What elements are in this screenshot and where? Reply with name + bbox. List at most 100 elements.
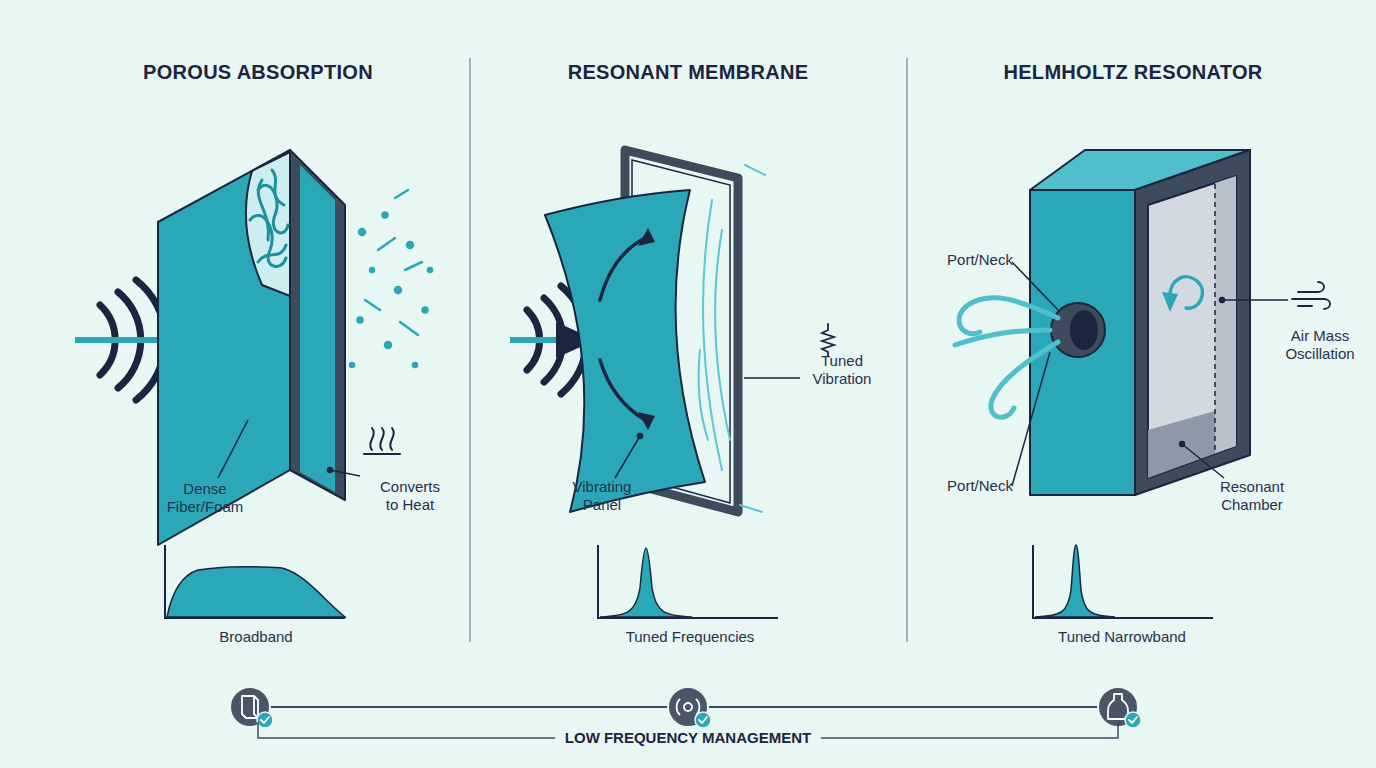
leader-line	[1182, 444, 1224, 478]
narrowband-graph	[1033, 545, 1213, 618]
leader-line	[1180, 442, 1185, 447]
wind-icon	[1298, 282, 1324, 292]
graph-caption: Tuned Frequencies	[590, 628, 790, 646]
chamber-edge	[1214, 184, 1216, 452]
airflow-swirl	[955, 298, 1058, 418]
part-label: Converts to Heat	[374, 478, 446, 514]
leader-line	[330, 470, 360, 476]
leader-line	[328, 468, 333, 473]
heat-particles	[413, 363, 417, 367]
resonator-box	[1148, 176, 1236, 478]
heat-particles	[423, 308, 428, 313]
vibrating-panel	[545, 190, 705, 512]
check-badge	[257, 712, 1141, 728]
leader-line	[1220, 298, 1225, 303]
timeline-icon	[1108, 694, 1128, 719]
spring-icon	[822, 324, 834, 356]
vibration-lines	[740, 505, 762, 512]
check-badge	[261, 717, 1137, 723]
heat-particles	[383, 213, 388, 218]
porous-panel	[290, 150, 345, 500]
leader-line	[218, 420, 360, 478]
leader-line	[638, 434, 643, 439]
heat-icon	[370, 428, 373, 450]
porous-panel	[158, 150, 345, 545]
leader-line	[1222, 299, 1288, 301]
graph-caption: Tuned Narrowband	[1022, 628, 1222, 646]
resonator-box	[1135, 150, 1250, 495]
motion-arrow	[600, 238, 645, 300]
cavity-swirl	[1170, 277, 1203, 308]
part-label: Air Mass Oscillation	[1274, 327, 1366, 363]
vibrating-panel	[545, 190, 705, 512]
check-badge	[257, 712, 273, 728]
motion-arrowhead	[638, 228, 655, 246]
timeline-icon	[242, 694, 1128, 719]
check-badge	[695, 712, 711, 728]
heat-particles	[405, 262, 422, 270]
airflow-swirl	[991, 342, 1058, 417]
porous-panel	[300, 165, 335, 492]
port-neck	[1051, 303, 1105, 357]
graph-caption: Broadband	[156, 628, 356, 646]
part-label: Resonant Chamber	[1207, 478, 1297, 514]
motion-arrow	[600, 360, 645, 420]
heat-particles	[395, 190, 408, 198]
port-neck	[1051, 303, 1105, 357]
timeline-icon	[242, 696, 258, 718]
column-divider	[469, 58, 471, 642]
fiber-strands	[272, 170, 284, 205]
heat-particles	[407, 242, 413, 248]
sound-arrow	[510, 337, 560, 343]
part-label: Port/Neck	[935, 477, 1025, 495]
fiber-strands	[258, 180, 268, 240]
leader-line	[615, 378, 800, 478]
timeline-node	[230, 687, 1138, 727]
resonator-box	[1215, 176, 1236, 453]
heat-icon	[390, 428, 393, 450]
column-divider	[906, 58, 908, 642]
heat-particles	[350, 363, 354, 367]
part-label: Tuned Vibration	[801, 352, 883, 388]
vibration-lines	[715, 230, 730, 440]
tuned-peak-graph	[598, 545, 778, 618]
part-label: Vibrating Panel	[557, 478, 647, 514]
broadband-graph	[167, 567, 345, 617]
check-badge	[1125, 712, 1141, 728]
heat-particles	[359, 229, 365, 235]
part-label: Port/Neck	[935, 251, 1025, 269]
resonator-box	[1030, 190, 1135, 495]
leader-line	[615, 436, 640, 478]
timeline-icon	[254, 696, 258, 718]
timeline-icon	[684, 703, 692, 711]
motion-arrowhead	[638, 412, 655, 430]
cavity-swirl	[1170, 277, 1203, 308]
resonator-box	[1030, 150, 1250, 495]
heat-particles	[358, 318, 363, 323]
vibration-lines	[745, 165, 765, 175]
fiber-strands	[250, 170, 288, 266]
wind-icon	[1298, 305, 1312, 307]
column-divider	[470, 58, 907, 642]
tuned-peak-graph	[598, 545, 778, 618]
leader-line	[1012, 352, 1050, 486]
leader-line	[1012, 262, 1288, 486]
heat-particles	[395, 287, 401, 293]
motion-arrow	[600, 238, 645, 420]
narrowband-graph	[1035, 545, 1115, 617]
heat-icon	[380, 428, 383, 450]
leader-line	[744, 377, 800, 379]
heat-particles	[385, 342, 391, 348]
motion-arrowhead	[638, 228, 655, 430]
tuned-peak-graph	[600, 548, 692, 617]
column-heading: RESONANT MEMBRANE	[528, 60, 848, 84]
port-neck	[1070, 310, 1098, 350]
group-label: LOW FREQUENCY MANAGEMENT	[555, 729, 821, 747]
vibration-lines	[699, 350, 708, 440]
heat-icon	[364, 428, 400, 454]
heat-icon	[364, 453, 400, 455]
column-heading: HELMHOLTZ RESONATOR	[973, 60, 1293, 84]
broadband-graph	[165, 545, 345, 618]
porous-panel	[158, 150, 290, 545]
